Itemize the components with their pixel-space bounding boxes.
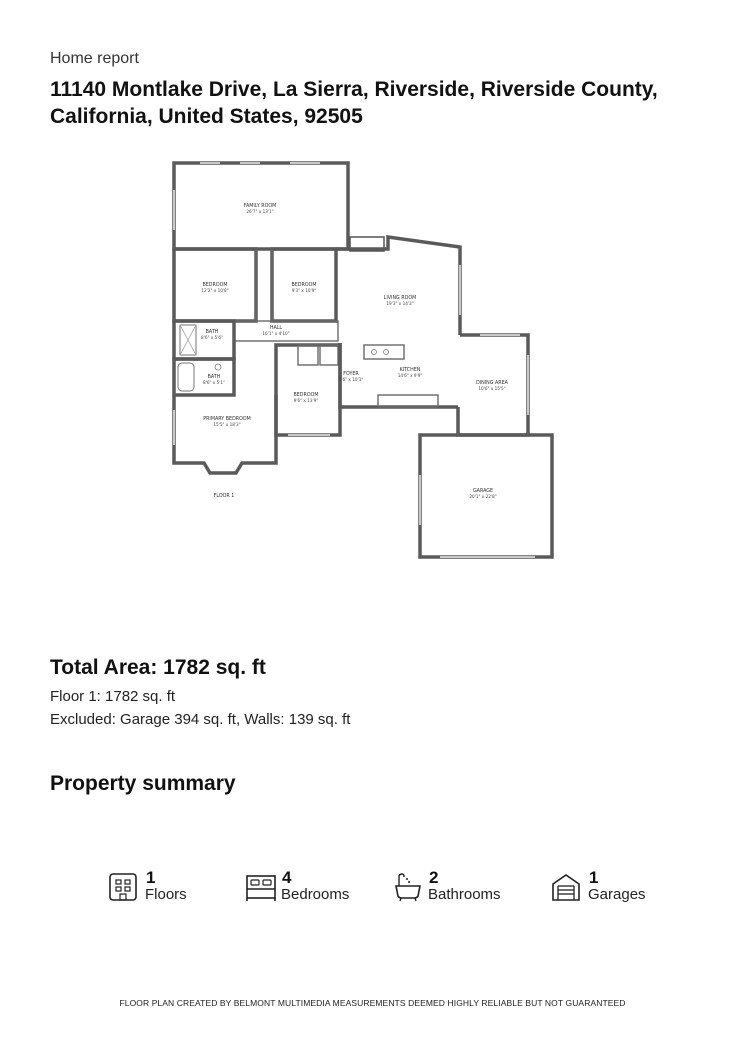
floor-label: FLOOR 1 bbox=[214, 493, 235, 499]
room-label: DINING AREA bbox=[476, 380, 509, 386]
room-label: BEDROOM bbox=[291, 282, 316, 288]
room-label: HALL bbox=[270, 325, 283, 331]
property-summary-title: Property summary bbox=[50, 772, 236, 795]
floors-label: Floors bbox=[145, 886, 187, 903]
bedrooms-label: Bedrooms bbox=[281, 886, 350, 903]
bed-icon bbox=[246, 875, 276, 901]
room-dimensions: 12'2" x 10'8" bbox=[201, 288, 228, 293]
floors-icon bbox=[109, 873, 137, 901]
bathrooms-label: Bathrooms bbox=[428, 886, 501, 903]
room-label: FAMILY ROOM bbox=[244, 203, 277, 209]
room-label: BATH bbox=[208, 374, 221, 380]
room-label: BEDROOM bbox=[202, 282, 227, 288]
bathtub-icon bbox=[395, 873, 421, 902]
room-dimensions: 26'7" x 13'1" bbox=[246, 209, 273, 214]
room-label: KITCHEN bbox=[400, 367, 421, 373]
garages-count: 1 bbox=[589, 868, 599, 887]
room-label: BEDROOM bbox=[293, 392, 318, 398]
floors-count: 1 bbox=[146, 868, 156, 887]
floor-plan: FAMILY ROOM 26'7" x 13'1" BEDROOM 12'2" … bbox=[172, 161, 554, 559]
room-label: PRIMARY BEDROOM bbox=[203, 416, 251, 422]
garages-stat: 1 Garages bbox=[551, 868, 671, 908]
total-area: Total Area: 1782 sq. ft bbox=[50, 656, 266, 679]
room-dimensions: 20'1" x 22'8" bbox=[469, 494, 496, 499]
bathrooms-count: 2 bbox=[429, 868, 439, 887]
room-label: BATH bbox=[206, 329, 219, 335]
footer-note: FLOOR PLAN CREATED BY BELMONT MULTIMEDIA… bbox=[119, 998, 626, 1008]
bedrooms-stat: 4 Bedrooms bbox=[245, 868, 375, 908]
room-label: GARAGE bbox=[473, 488, 493, 494]
room-label: FOYER bbox=[343, 371, 359, 377]
room-dimensions: 5'6" x 10'1" bbox=[339, 377, 364, 382]
room-dimensions: 10'6" x 15'5" bbox=[478, 386, 505, 391]
room-label: LIVING ROOM bbox=[384, 295, 417, 301]
property-address: 11140 Montlake Drive, La Sierra, Riversi… bbox=[50, 78, 658, 128]
report-label: Home report bbox=[50, 50, 139, 67]
bedrooms-count: 4 bbox=[282, 868, 292, 887]
room-dimensions: 16'1" x 4'10" bbox=[262, 331, 289, 336]
room-dimensions: 14'6" x 9'9" bbox=[398, 373, 423, 378]
room-dimensions: 8'6" x 5'1" bbox=[203, 380, 225, 385]
garages-label: Garages bbox=[588, 886, 646, 903]
room-dimensions: 19'3" x 14'3" bbox=[386, 301, 413, 306]
garage-icon bbox=[552, 874, 580, 901]
floors-stat: 1 Floors bbox=[108, 868, 228, 908]
room-dimensions: 9'3" x 10'9" bbox=[292, 288, 317, 293]
room-dimensions: 15'5" x 18'3" bbox=[213, 422, 240, 427]
room-dimensions: 9'6" x 13'9" bbox=[294, 398, 319, 403]
bathrooms-stat: 2 Bathrooms bbox=[392, 868, 532, 908]
excluded-area: Excluded: Garage 394 sq. ft, Walls: 139 … bbox=[50, 711, 351, 728]
floor-area: Floor 1: 1782 sq. ft bbox=[50, 688, 176, 705]
room-dimensions: 8'6" x 5'6" bbox=[201, 335, 223, 340]
